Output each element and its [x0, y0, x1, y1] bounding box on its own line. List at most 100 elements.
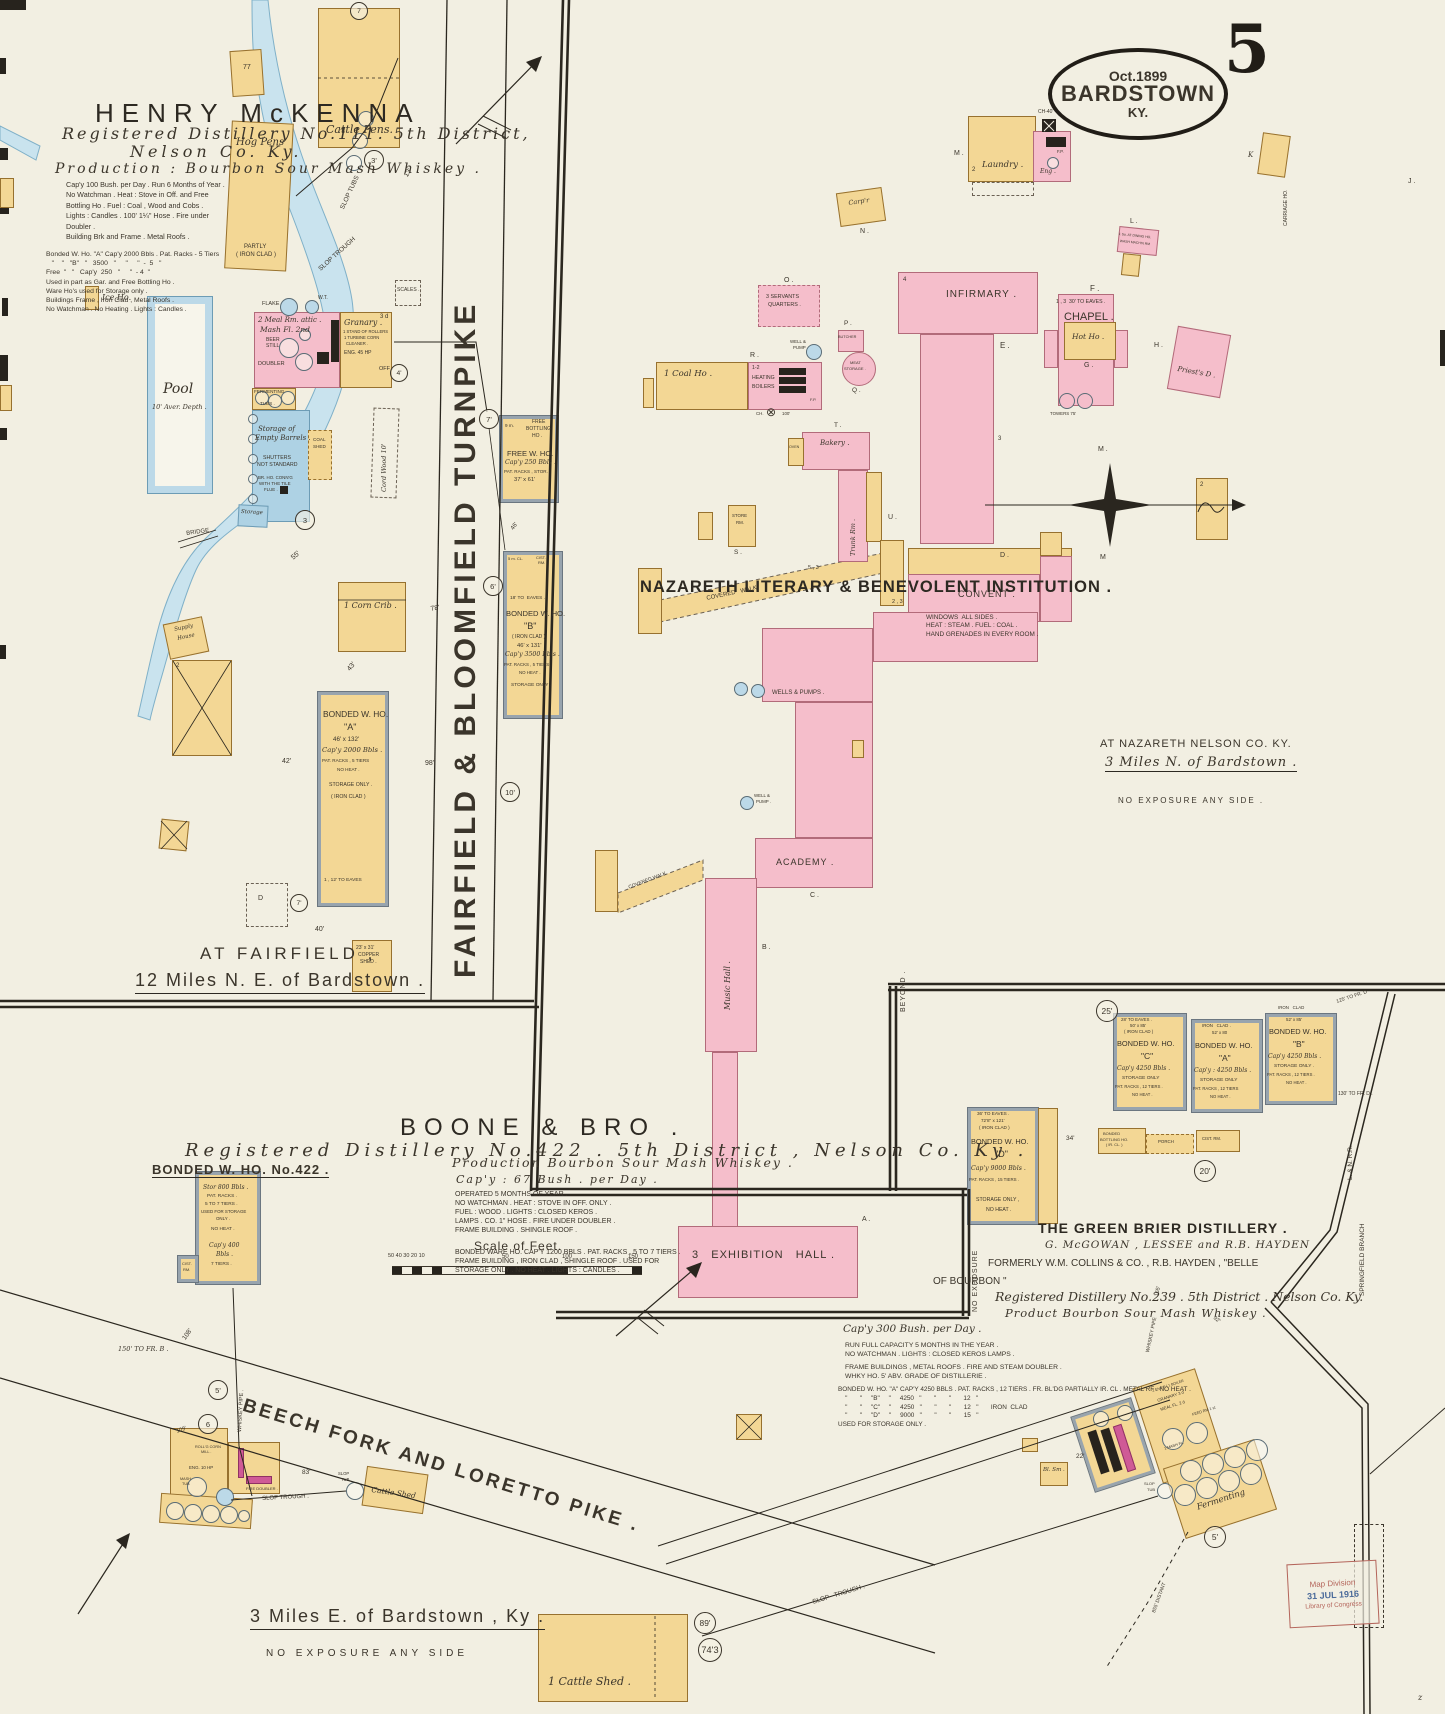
map-label: ACADEMY . — [776, 857, 835, 867]
mckenna-subtitle-1: Registered Distillery No.111. 5th Distri… — [62, 124, 531, 143]
map-label: Cap'y 2000 Bbls . — [322, 746, 383, 754]
library-of-congress-stamp: Map Division 31 JUL 1916 Library of Cong… — [1286, 1559, 1380, 1629]
map-label: L. & N. R.R. — [1347, 1145, 1354, 1180]
circle-feature — [1196, 1477, 1218, 1499]
map-label: PAT. RACKS , 12 TIERS — [1193, 1086, 1239, 1091]
circle-feature — [1174, 1484, 1196, 1506]
circle-feature — [248, 474, 258, 484]
gb-notes-1: RUN FULL CAPACITY 5 MONTHS IN THE YEAR .… — [845, 1342, 1015, 1358]
map-label: RM. — [538, 560, 546, 565]
well — [734, 682, 748, 696]
still-mark — [246, 1476, 272, 1484]
map-label: Stor 800 Bbls . — [203, 1184, 249, 1191]
map-label: 855' DISTANT — [1151, 1581, 1168, 1614]
solid-mark — [0, 58, 6, 74]
map-label: 2 — [972, 167, 976, 173]
well — [216, 1488, 234, 1506]
corn-crib — [338, 582, 406, 652]
map-label: WELLS & PUMPS . — [772, 690, 825, 696]
map-label: U . — [888, 514, 897, 521]
map-label: Eng . — [1040, 168, 1056, 175]
map-label: "C" — [1141, 1051, 1154, 1061]
compass-arrow-e — [1232, 499, 1246, 511]
map-line — [77, 1535, 129, 1615]
circle-feature — [279, 338, 299, 358]
edge-mark — [0, 0, 26, 10]
map-label: STORAGE ONLY . — [329, 782, 373, 788]
circle-feature — [238, 1510, 250, 1522]
map-label: CIST. RM. — [1202, 1136, 1222, 1141]
circled-distance: 4' — [390, 364, 408, 382]
map-label: 50' x 85' — [1130, 1023, 1147, 1028]
store-room — [728, 505, 756, 547]
fan-icon: ⊗ — [766, 405, 777, 419]
gb-bonded-wh-a — [1191, 1019, 1263, 1113]
butcher — [838, 330, 864, 352]
slop-tub — [1157, 1483, 1173, 1499]
map-label: SHED . — [360, 959, 377, 965]
x-building-small — [158, 818, 190, 852]
map-label: BR. HO. CONN'G — [258, 475, 293, 480]
map-label: "B" — [524, 621, 537, 631]
stamp-date: Oct.1899 — [1108, 67, 1168, 84]
music-hall — [705, 878, 757, 1052]
circle-feature — [1240, 1463, 1262, 1485]
arrowhead-bl — [116, 1533, 130, 1549]
map-line — [1270, 1301, 1371, 1714]
circled-distance: 20' — [1194, 1160, 1216, 1182]
circle-feature — [248, 494, 258, 504]
boone-title: BOONE & BRO . — [400, 1114, 686, 1141]
mckenna-notes-b: Bonded W. Ho. "A" Cap'y 2000 Bbls . Pat.… — [46, 251, 220, 314]
map-label: 1-2 — [752, 365, 760, 371]
map-label: 46' x 131' — [517, 643, 542, 649]
page-number: 5 — [1224, 10, 1270, 88]
circled-distance: 7' — [290, 894, 308, 912]
map-label: COVERED WALK — [627, 870, 668, 891]
circle-feature — [166, 1502, 184, 1520]
map-label: Granary . — [344, 318, 383, 327]
trunk-room — [838, 470, 868, 562]
map-label: F . — [1090, 284, 1100, 293]
circled-distance: 74'3 — [698, 1638, 722, 1662]
map-label: z — [1418, 1693, 1423, 1702]
chapel-tower — [1059, 393, 1075, 409]
map-label: 3 SERVANTS — [766, 294, 800, 300]
building — [0, 385, 12, 411]
circled-distance: 6' — [483, 576, 503, 596]
map-label: BOTTLING — [526, 426, 552, 432]
map-label: SLOP — [1144, 1481, 1155, 1486]
map-label: L . — [1130, 218, 1138, 225]
map-label: ENG. 45 HP — [344, 350, 372, 356]
building — [1040, 556, 1072, 622]
circle-feature — [184, 1504, 202, 1522]
map-label: FLUE . — [264, 487, 278, 492]
map-label: TUB — [182, 1482, 190, 1486]
map-label: TOWERS 75' — [1050, 411, 1077, 416]
map-label: M — [1100, 554, 1106, 561]
map-label: BOTTLING HO. — [1100, 1137, 1129, 1142]
map-line — [643, 1309, 665, 1327]
map-label: Pool — [163, 381, 194, 397]
nazareth-location-1: AT NAZARETH NELSON CO. KY. — [1100, 738, 1292, 750]
map-label: STORAGE . — [844, 366, 866, 371]
circle-feature — [1186, 1422, 1208, 1444]
map-label: PAT. RACKS , 12 TIERS . — [1115, 1084, 1163, 1089]
porch — [1146, 1134, 1194, 1154]
map-label: PAT. RACKS , 5 TIERS . — [504, 662, 552, 667]
map-label: 1 , 12' TO EAVES — [324, 878, 362, 883]
map-label: TUB — [341, 1477, 350, 1482]
building — [1196, 1130, 1240, 1152]
map-label: ( IRON CLAD ) — [331, 794, 366, 800]
map-label: 5 TO 7 TIERS . — [205, 1202, 238, 1207]
map-label: "A" — [344, 722, 357, 732]
map-label: Bl. Sm . — [1043, 1467, 1065, 1473]
map-label: SLOP TROUGH . — [811, 1583, 866, 1606]
map-label: BONDED W. HO. — [1117, 1039, 1175, 1048]
map-label: 10' Aver. Depth . — [152, 403, 207, 411]
title-stamp-oval: Oct.1899 BARDSTOWN KY. — [1048, 48, 1228, 140]
map-label: RM. — [736, 520, 745, 525]
circled-distance: 5' — [208, 1380, 228, 1400]
exhibition-hall — [678, 1226, 858, 1298]
map-label: SCALES . — [397, 287, 420, 293]
map-label: 72'8" x 121' — [981, 1118, 1005, 1123]
